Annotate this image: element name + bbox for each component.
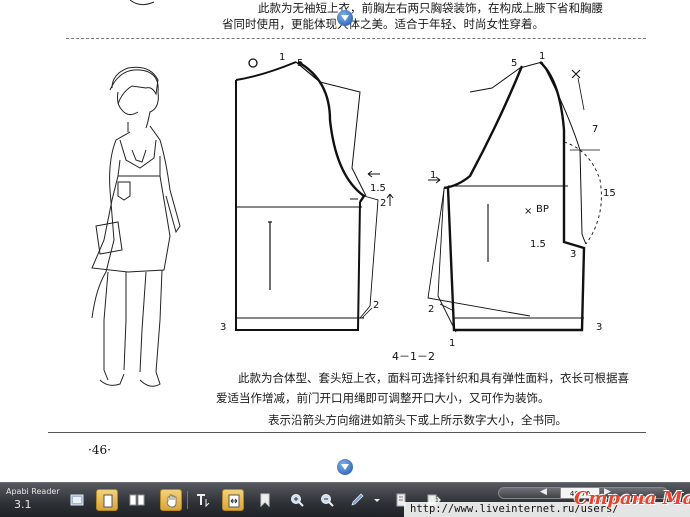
fashion-figure-illustration: [91, 0, 181, 387]
page-button[interactable]: [390, 489, 412, 511]
zoom-in-button[interactable]: [286, 489, 308, 511]
front-hem-in-label: 1.5: [530, 239, 546, 250]
pen-button[interactable]: [346, 489, 368, 511]
zoom-out-button[interactable]: [316, 489, 338, 511]
body-paragraph-line-3: 表示沿箭头方向缩进如箭头下或上所示数字大小，全书同。: [268, 413, 567, 427]
front-armhole-label: 1: [430, 170, 436, 181]
pen-dropdown-button[interactable]: [368, 489, 380, 511]
bookmark-button[interactable]: [254, 489, 276, 511]
reader-toolbar: Apabi Reader 3.1 ◀ 46/70 ▶: [0, 482, 690, 517]
fit-page-icon: [228, 494, 240, 508]
page-number: ·46·: [88, 443, 111, 457]
front-pattern-piece: [427, 61, 602, 333]
hand-tool-icon: [166, 494, 177, 508]
page-counter[interactable]: 46/70: [560, 487, 600, 499]
document-viewer[interactable]: 此款为无袖短上衣，前胸左右两只胸袋装饰，在构成上腋下省和胸腰 省同时使用，更能体…: [0, 0, 690, 482]
site-watermark-logo: Страна Мам: [574, 488, 690, 509]
front-shoulder-label: 5: [511, 58, 517, 69]
dropdown-arrow-icon: [374, 499, 380, 502]
view-mode-button[interactable]: [66, 489, 88, 511]
previous-page-button[interactable]: ◀: [540, 487, 547, 497]
back-shoulder-label: 5: [297, 58, 303, 69]
zoom-in-icon: [291, 494, 304, 507]
url-watermark-text: http://www.liveinternet.ru/users/: [404, 502, 690, 517]
front-hem-right-label-2: 3: [596, 322, 602, 333]
single-page-button[interactable]: [96, 489, 118, 511]
back-neck-label: 1: [279, 52, 285, 63]
back-hem-label: 3: [220, 322, 226, 333]
front-neck-depth-label: 7: [592, 124, 598, 135]
pattern-drawing: 1 5 1.5 2 2 3 5 1 7 15 × BP 1: [91, 0, 616, 387]
app-version: 3.1: [14, 498, 32, 511]
front-opening-label: 15: [603, 188, 616, 199]
two-page-button[interactable]: [126, 489, 148, 511]
text-select-button[interactable]: [192, 489, 214, 511]
scroll-up-arrow-icon[interactable]: [337, 10, 353, 26]
front-side-label: 2: [428, 304, 434, 315]
footer-rule: [48, 432, 646, 433]
back-armhole-in-label: 1.5: [370, 183, 386, 194]
scroll-down-arrow-icon[interactable]: [337, 459, 353, 475]
zoom-out-icon: [321, 494, 334, 507]
hand-tool-button[interactable]: [160, 489, 182, 511]
page-icon: [396, 493, 406, 507]
dashed-separator: [66, 38, 646, 39]
body-paragraph-line-2: 爱适当作增减，前门开口用绳即可调整开口大小，又可作为装饰。: [216, 391, 550, 405]
pen-icon: [351, 493, 364, 506]
figure-caption: 4－1－2: [392, 350, 435, 363]
body-paragraph-line-1: 此款为合体型、套头短上衣，面料可选择针织和具有弹性面料，衣长可根据喜: [238, 371, 629, 385]
bust-point-mark: ×: [524, 206, 532, 217]
back-side-hem-label: 2: [373, 300, 379, 311]
fit-page-button[interactable]: [222, 489, 244, 511]
front-hem-right-label-1: 3: [570, 249, 576, 260]
top-paragraph-line-2: 省同时使用，更能体现人体之美。适合于年轻、时尚女性穿着。: [222, 17, 544, 31]
view-icon: [70, 494, 84, 506]
front-neck-label: 1: [539, 51, 545, 62]
bust-point-label: BP: [536, 204, 549, 215]
two-page-icon: [129, 494, 145, 506]
text-select-icon: [197, 494, 210, 508]
toolbar-separator: [187, 491, 188, 509]
back-armhole-down-label: 2: [380, 198, 386, 209]
single-page-icon: [103, 494, 113, 508]
bookmark-icon: [260, 493, 270, 508]
app-name: Apabi Reader: [6, 487, 60, 496]
next-page-button[interactable]: ▶: [604, 487, 611, 497]
front-hem-bottom-label: 1: [449, 338, 455, 349]
back-pattern-piece: [235, 58, 394, 331]
